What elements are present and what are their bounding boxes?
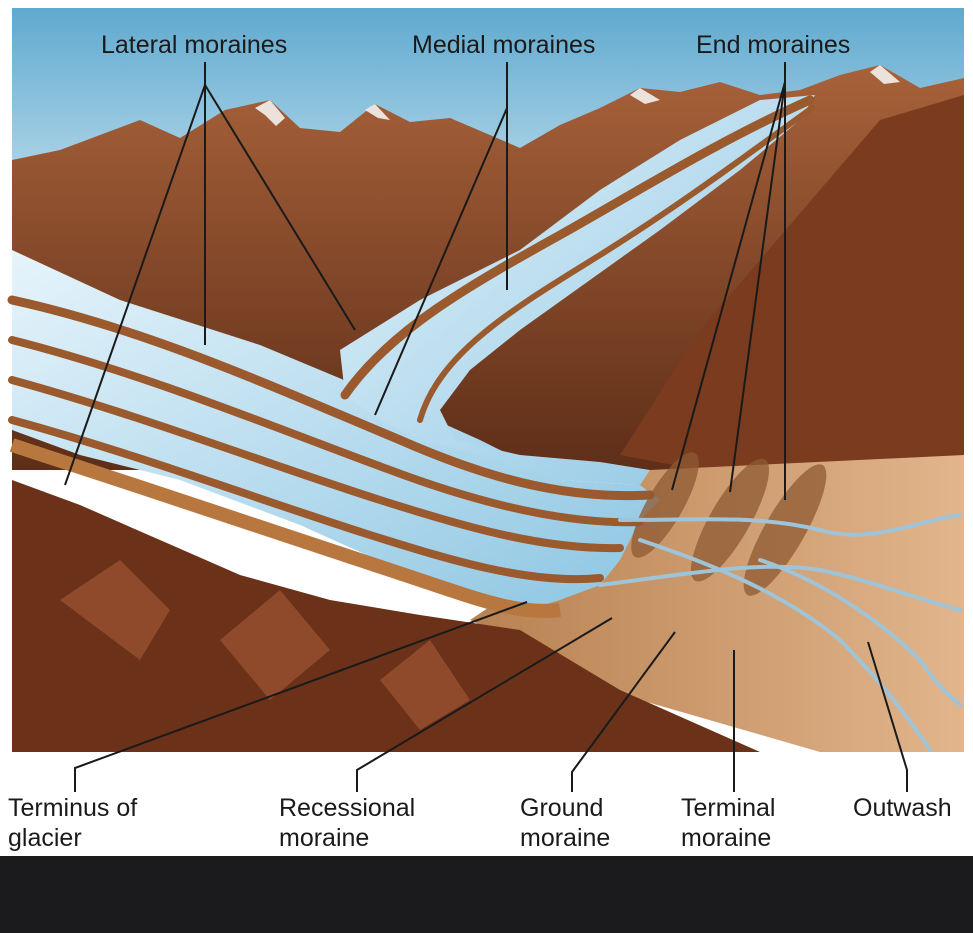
label-terminal-line2: moraine [681,824,772,852]
label-end-moraines: End moraines [696,30,850,60]
label-ground-line2: moraine [520,824,611,852]
foreground-mountains [12,480,760,752]
label-lateral-moraines-text: Lateral moraines [101,31,288,59]
moraine-stripes [7,95,815,584]
bottom-dark-bar [0,856,973,933]
label-terminal-line1: Terminal [681,794,776,822]
label-ground-line1: Ground [520,794,604,822]
lateral-moraine-edge [9,438,561,618]
label-recessional-line1: Recessional [279,794,416,822]
glacial-moraine-figure: Lateral moraines Medial moraines End mor… [0,0,973,856]
label-ground-moraine: Ground moraine [520,793,610,853]
label-outwash: Outwash [853,793,952,823]
label-outwash-text: Outwash [853,794,952,822]
glacier-illustration [7,8,964,792]
label-recessional-line2: moraine [279,824,370,852]
label-recessional-moraine: Recessional moraine [279,793,415,853]
right-mountain-wall [620,95,964,470]
label-terminus-of-glacier: Terminus of glacier [8,793,137,853]
foreground-highlights [60,560,470,730]
label-end-moraines-text: End moraines [696,31,851,59]
main-glacier [12,250,660,612]
label-terminal-moraine: Terminal moraine [681,793,775,853]
label-terminus-line2: glacier [8,824,82,852]
label-medial-moraines-text: Medial moraines [412,31,596,59]
label-medial-moraines: Medial moraines [412,30,595,60]
meltwater-streams [598,513,962,752]
label-lateral-moraines: Lateral moraines [101,30,287,60]
leader-lines [64,62,908,792]
label-terminus-line1: Terminus of [8,794,138,822]
